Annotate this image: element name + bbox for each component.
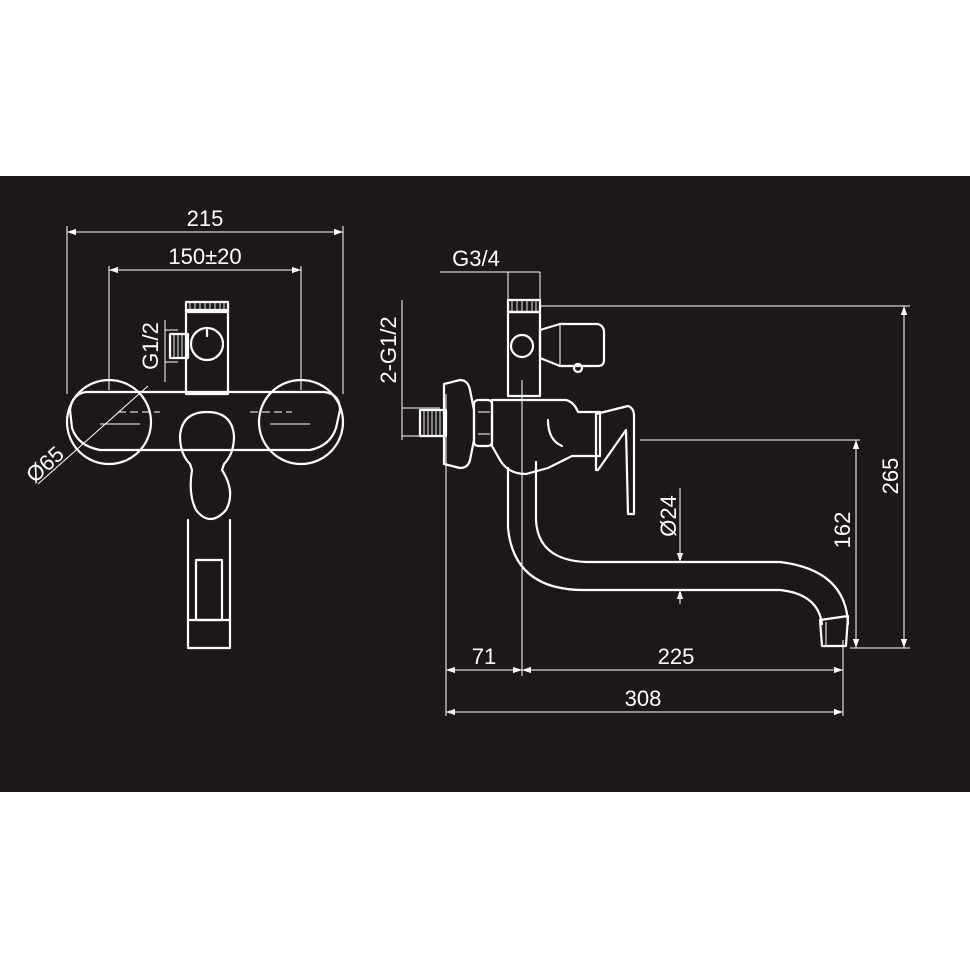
top-thread — [189, 302, 225, 312]
dim-top-outlet-thread: G3/4 — [452, 246, 500, 271]
dim-body-to-spout: 225 — [658, 644, 695, 669]
side-view: G3/4 2-G1/2 — [376, 246, 910, 716]
front-spout — [186, 518, 232, 650]
dim-inlet-threads: 2-G1/2 — [376, 316, 401, 383]
inlet-thread — [418, 408, 448, 438]
side-thread — [168, 332, 190, 360]
dim-line-flange — [37, 385, 149, 485]
left-flange — [65, 378, 153, 466]
dim-total-height: 265 — [878, 458, 903, 495]
diverter-knob-side — [538, 322, 606, 368]
right-flange — [257, 378, 345, 466]
diverter-ring — [509, 333, 535, 359]
dim-wall-to-body: 71 — [472, 644, 496, 669]
dim-inlet-thread: G1/2 — [138, 322, 163, 370]
dim-width-total: 215 — [187, 206, 224, 231]
dim-center-distance: 150±20 — [168, 244, 241, 269]
dim-spout-height: 162 — [830, 512, 855, 549]
lever-handle — [178, 410, 236, 521]
side-lever — [594, 404, 636, 516]
spout-inner — [534, 460, 850, 626]
spout-outer — [506, 466, 824, 626]
aerator — [818, 614, 850, 648]
dim-total-reach: 308 — [625, 686, 662, 711]
diverter-knob — [189, 326, 225, 362]
mixer-body — [68, 390, 342, 452]
top-column — [184, 308, 230, 396]
dim-spout-diameter: Ø24 — [656, 495, 681, 537]
drawing-canvas — [0, 176, 970, 792]
